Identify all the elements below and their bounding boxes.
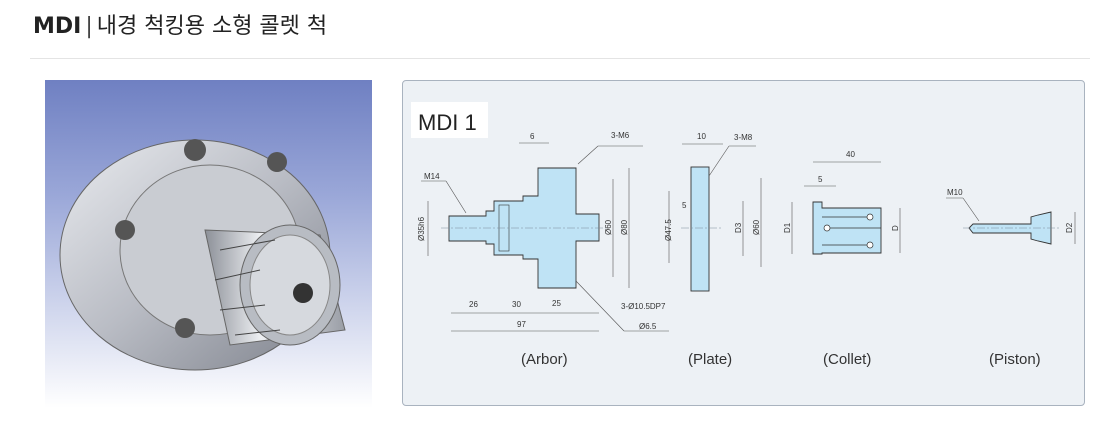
plate-drawing: 10 3-M8 Ø47.5 5 D3 Ø60 (Plate) <box>664 132 762 368</box>
dim-26: 26 <box>469 300 478 309</box>
title-separator: | <box>85 14 93 39</box>
product-photo <box>45 80 372 408</box>
dim-m10: M10 <box>947 188 963 197</box>
dim-plate-d60: Ø60 <box>752 219 761 235</box>
dim-25: 25 <box>552 299 561 308</box>
dim-d6-5: Ø6.5 <box>639 322 657 331</box>
arbor-drawing: 6 3-M6 M14 Ø35h6 Ø60 Ø80 26 30 25 97 3-Ø… <box>417 131 669 368</box>
model-label: MDI 1 <box>418 110 477 135</box>
divider <box>30 58 1090 59</box>
dim-97: 97 <box>517 320 526 329</box>
dim-d1: D1 <box>783 222 792 233</box>
dim-40: 40 <box>846 150 855 159</box>
caption-piston: (Piston) <box>989 351 1041 368</box>
dim-d: D <box>891 225 900 231</box>
dim-collet-5: 5 <box>818 175 823 184</box>
caption-arbor: (Arbor) <box>521 351 568 368</box>
dim-3-m8: 3-M8 <box>734 133 753 142</box>
page-title: MDI|내경 척킹용 소형 콜렛 척 <box>33 8 327 40</box>
dimension-diagram-panel: MDI 1 6 3-M6 M14 Ø35h6 Ø60 Ø80 26 30 25 … <box>402 80 1085 406</box>
dim-10: 10 <box>697 132 706 141</box>
caption-collet: (Collet) <box>823 351 871 368</box>
dim-3-d10-5dp7: 3-Ø10.5DP7 <box>621 302 666 311</box>
dim-30: 30 <box>512 300 521 309</box>
dim-d3: D3 <box>734 222 743 233</box>
dim-d35h6: Ø35h6 <box>417 216 426 241</box>
model-name: MDI <box>33 14 82 39</box>
caption-plate: (Plate) <box>688 351 732 368</box>
model-label-box <box>411 102 488 138</box>
dim-6: 6 <box>530 132 535 141</box>
dim-d60: Ø60 <box>604 219 613 235</box>
dim-d47-5: Ø47.5 <box>664 219 673 241</box>
dim-d2: D2 <box>1065 222 1074 233</box>
dim-m14: M14 <box>424 172 440 181</box>
dim-d80: Ø80 <box>620 219 629 235</box>
dim-3-m6: 3-M6 <box>611 131 630 140</box>
collet-drawing: 40 5 D1 D (Collet) <box>783 150 901 368</box>
piston-drawing: M10 D2 (Piston) <box>946 188 1076 368</box>
title-subtitle: 내경 척킹용 소형 콜렛 척 <box>96 14 328 39</box>
dim-5: 5 <box>682 201 687 210</box>
